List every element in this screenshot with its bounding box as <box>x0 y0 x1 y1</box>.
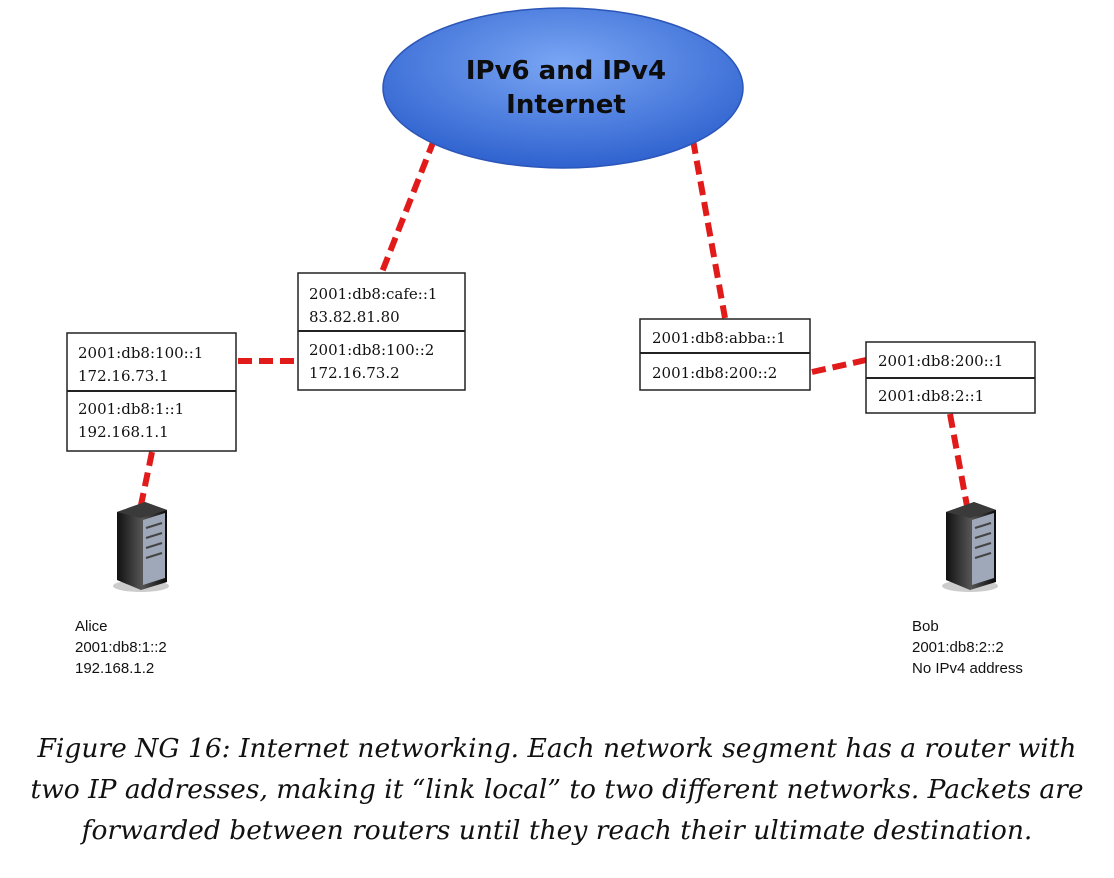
host-ipv6-address: 2001:db8:2::2 <box>912 639 1004 656</box>
link-internet-to-isp-b-router <box>690 139 728 319</box>
router-alice-side: 2001:db8:100::1 172.16.73.1 2001:db8:1::… <box>66 332 237 452</box>
link-bob-router-to-bob <box>947 413 970 507</box>
router-isp-b: 2001:db8:abba::1 2001:db8:200::2 <box>639 318 811 391</box>
router-ipv6-address: 2001:db8:100::2 <box>309 341 434 359</box>
host-name: Bob <box>912 618 939 635</box>
router-ipv6-address: 2001:db8:1::1 <box>78 400 184 418</box>
alice-server-icon <box>113 502 169 592</box>
router-bob-side: 2001:db8:200::1 2001:db8:2::1 <box>865 341 1036 414</box>
cloud-shape <box>382 7 744 169</box>
host-ipv6-address: 2001:db8:1::2 <box>75 639 167 656</box>
host-name: Alice <box>75 618 108 635</box>
router-ipv6-address: 2001:db8:200::1 <box>878 352 1003 370</box>
bob-server-icon <box>942 502 998 592</box>
router-ipv4-address: 172.16.73.1 <box>78 367 169 385</box>
router-ipv6-address: 2001:db8:100::1 <box>78 344 203 362</box>
router-box <box>639 318 811 391</box>
host-ipv4-address: 192.168.1.2 <box>75 660 154 677</box>
router-ipv4-address: 83.82.81.80 <box>309 308 400 326</box>
bob-host-label: Bob 2001:db8:2::2 No IPv4 address <box>912 618 1023 677</box>
link-internet-to-isp-a-router <box>379 138 437 274</box>
figure-caption: Figure NG 16: Internet networking. Each … <box>30 733 1084 846</box>
network-links <box>138 138 970 507</box>
cloud-title-line-2: Internet <box>506 90 626 120</box>
router-ipv6-address: 2001:db8:abba::1 <box>652 329 786 347</box>
cloud-title-line-1: IPv6 and IPv4 <box>466 56 666 86</box>
router-ipv4-address: 172.16.73.2 <box>309 364 400 382</box>
internet-cloud: IPv6 and IPv4 Internet <box>382 7 744 169</box>
link-alice-router-to-alice <box>138 451 155 506</box>
link-isp-b-router-to-bob-router <box>811 357 867 375</box>
router-ipv4-address: 192.168.1.1 <box>78 423 169 441</box>
router-isp-a: 2001:db8:cafe::1 83.82.81.80 2001:db8:10… <box>297 272 466 391</box>
alice-host-label: Alice 2001:db8:1::2 192.168.1.2 <box>75 618 167 677</box>
router-ipv6-address: 2001:db8:cafe::1 <box>309 285 437 303</box>
router-ipv6-address: 2001:db8:2::1 <box>878 387 984 405</box>
router-ipv6-address: 2001:db8:200::2 <box>652 364 777 382</box>
host-ipv4-address: No IPv4 address <box>912 660 1023 677</box>
